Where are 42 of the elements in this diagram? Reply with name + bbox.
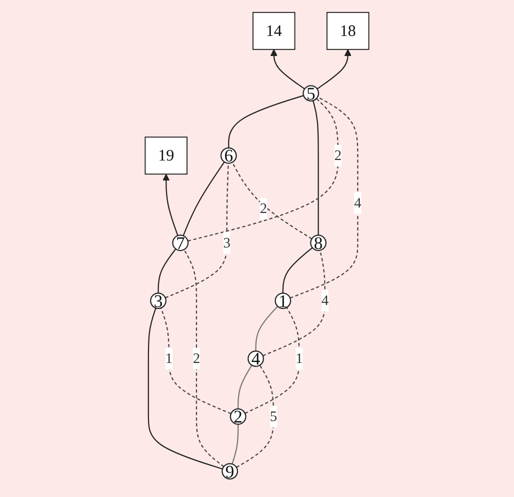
connector [255, 306, 278, 352]
connector [238, 364, 252, 409]
connector [236, 364, 274, 468]
connector [182, 162, 225, 236]
edge-label: 2 [334, 147, 342, 164]
edge-label: 4 [354, 194, 362, 211]
edge-label: 1 [165, 350, 173, 366]
edge-label: 2 [260, 200, 268, 216]
connector [232, 424, 239, 464]
connector [158, 248, 176, 294]
connector [232, 162, 312, 240]
edge-label: 5 [270, 408, 278, 424]
node-circle: 3 [150, 292, 166, 309]
node-circle: 8 [310, 234, 327, 252]
arrow [162, 174, 178, 236]
connector [228, 95, 304, 148]
edge-label: 4 [321, 292, 329, 308]
node-box: 19 [144, 136, 188, 175]
arrow [316, 49, 352, 90]
node-circle: 4 [248, 350, 264, 367]
arrow [270, 49, 305, 90]
node-circle: 6 [220, 147, 237, 164]
edge-label: 2 [192, 350, 200, 366]
connector [184, 249, 224, 468]
edge-label: 3 [223, 234, 230, 251]
connector [148, 308, 223, 470]
node-circle: 1 [274, 292, 292, 309]
node-circle: 5 [302, 85, 320, 102]
node-circle: 9 [222, 463, 238, 480]
connector [244, 307, 300, 414]
connector [282, 247, 313, 294]
node-circle: 7 [172, 234, 189, 252]
node-box: 18 [326, 12, 370, 50]
connector [290, 96, 358, 299]
node-circle: 2 [230, 408, 246, 425]
connector [312, 100, 319, 236]
connector [262, 250, 326, 356]
connector [165, 163, 229, 298]
connector [188, 98, 339, 242]
connector [160, 308, 232, 414]
edge-label: 1 [296, 350, 303, 366]
node-box: 14 [252, 12, 296, 50]
